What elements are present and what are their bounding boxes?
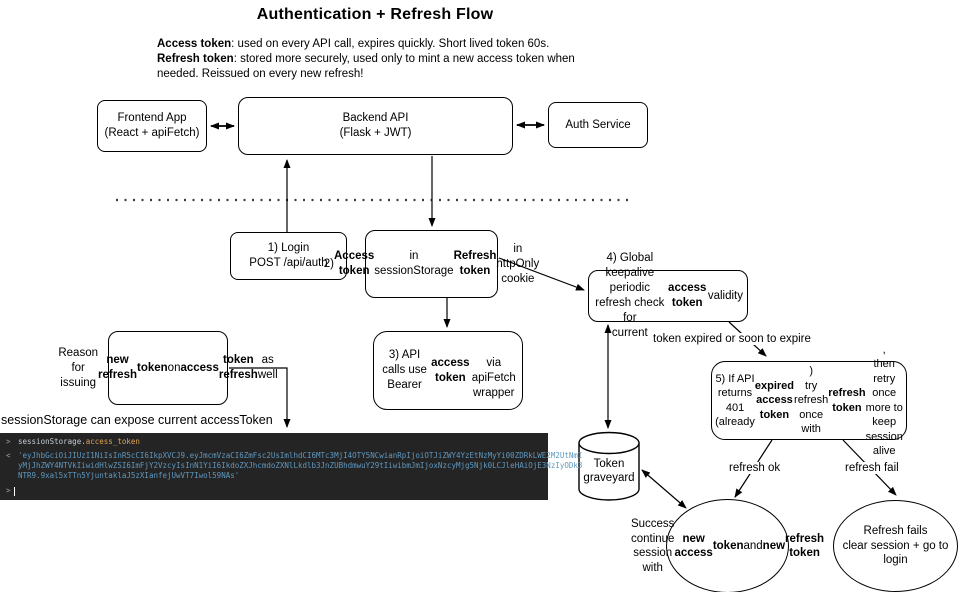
intro-text: Access token: used on every API call, ex…	[157, 38, 575, 80]
node-auth-service: Auth Service	[548, 102, 648, 148]
console-input-expression[interactable]: sessionStorage.access_token	[18, 437, 140, 447]
console-output-prompt-icon: <	[6, 451, 11, 460]
label-refresh-ok: refresh ok	[727, 462, 783, 474]
console-input-prompt-icon: >	[6, 437, 11, 446]
console-dot: .	[81, 437, 86, 446]
console-object-name: sessionStorage	[18, 437, 82, 446]
jwt-token-value: 'eyJhbGciOiJIUzI1NiIsInR5cCI6IkpXVCJ9.ey…	[18, 451, 583, 480]
cylinder-icon	[578, 431, 640, 501]
console-next-prompt[interactable]: >	[6, 486, 542, 496]
console-text-cursor	[13, 486, 15, 496]
node-step2-token-storage: 2) Access token insessionStorageRefresh …	[324, 230, 539, 298]
devtools-console[interactable]: > sessionStorage.access_token < 'eyJhbGc…	[0, 433, 582, 500]
console-prompt-icon: >	[6, 486, 11, 495]
edge-tokens-keepalive	[498, 257, 585, 291]
node-frontend-app: Frontend App(React + apiFetch)	[97, 100, 207, 152]
console-output-row: < 'eyJhbGciOiJIUzI1NiIsInR5cCI6IkpXVCJ9.…	[6, 451, 582, 481]
edge-graveyard-success	[641, 469, 687, 509]
label-token-expired: token expired or soon to expire	[651, 333, 813, 345]
console-property-name: access_token	[85, 437, 140, 446]
label-refresh-fail: refresh fail	[843, 462, 901, 474]
node-backend-api: Backend API(Flask + JWT)	[238, 97, 513, 155]
session-storage-note: sessionStorage can expose current access…	[1, 413, 273, 427]
edge-reason-terminal	[229, 367, 291, 428]
console-input-row[interactable]: > sessionStorage.access_token	[6, 437, 542, 447]
page-title: Authentication + Refresh Flow	[256, 6, 494, 23]
